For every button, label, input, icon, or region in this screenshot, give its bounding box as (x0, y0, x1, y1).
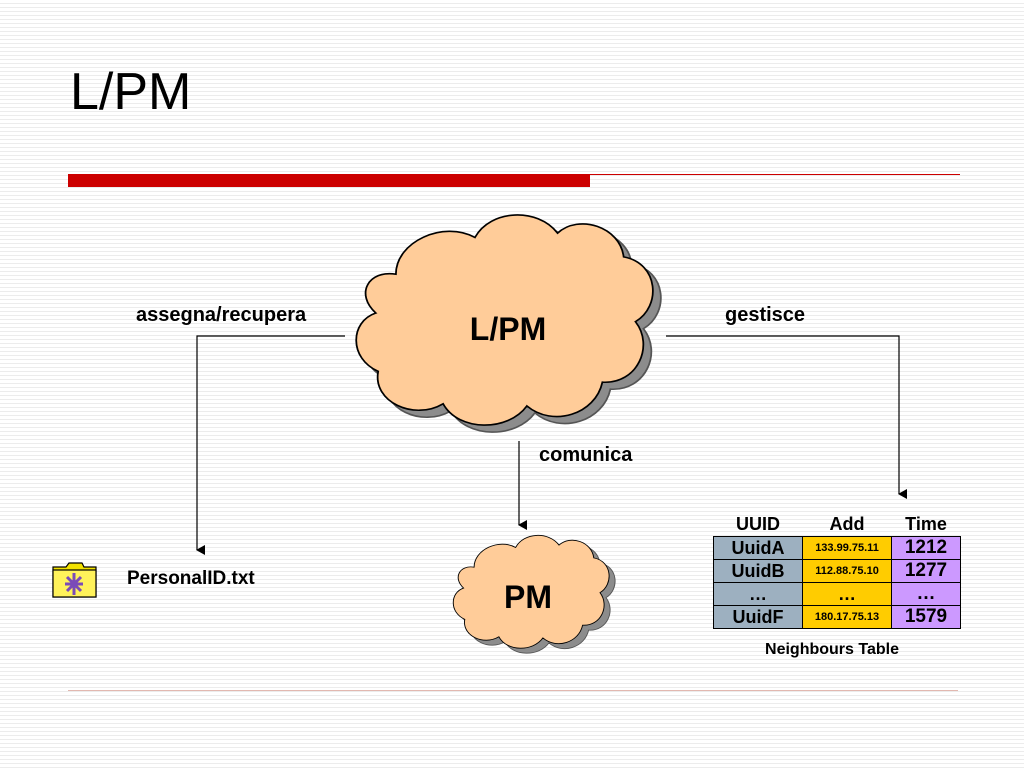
cell-time: 1277 (891, 559, 961, 583)
table-header-row: UUID Add Time (714, 512, 961, 537)
cell-time: … (891, 582, 961, 606)
label-assegna-recupera: assegna/recupera (136, 304, 307, 326)
cell-uuid: UuidB (713, 559, 803, 583)
table-row: UuidF 180.17.75.13 1579 (713, 605, 961, 629)
connector-gestisce (666, 335, 907, 499)
slide-title: L/PM (70, 63, 192, 121)
folder-icon (52, 561, 98, 599)
cell-uuid: … (713, 582, 803, 606)
connector-assegna (196, 335, 345, 555)
header-add: Add (829, 513, 865, 534)
title-underline-thick (68, 174, 590, 187)
cloud-lpm-label: L/PM (469, 311, 547, 347)
cell-add: 112.88.75.10 (802, 559, 892, 583)
table-caption: Neighbours Table (765, 641, 899, 658)
file-personalid-label: PersonalID.txt (127, 568, 255, 589)
cell-add: 133.99.75.11 (802, 536, 892, 560)
title-underline-thin (590, 174, 960, 175)
neighbours-table: UUID Add Time UuidA 133.99.75.11 1212 Uu… (713, 512, 961, 629)
cell-time: 1212 (891, 536, 961, 560)
cell-uuid: UuidA (713, 536, 803, 560)
label-comunica: comunica (539, 444, 633, 466)
cell-add: 180.17.75.13 (802, 605, 892, 629)
footer-divider (68, 690, 958, 691)
cloud-pm-label: PM (504, 579, 552, 615)
table-row: UuidA 133.99.75.11 1212 (713, 536, 961, 560)
header-time: Time (905, 513, 947, 534)
header-uuid: UUID (736, 513, 780, 534)
table-row: UuidB 112.88.75.10 1277 (713, 559, 961, 583)
cell-add: … (802, 582, 892, 606)
cell-time: 1579 (891, 605, 961, 629)
cell-uuid: UuidF (713, 605, 803, 629)
label-gestisce: gestisce (725, 304, 806, 326)
table-row: … … … (713, 582, 961, 606)
